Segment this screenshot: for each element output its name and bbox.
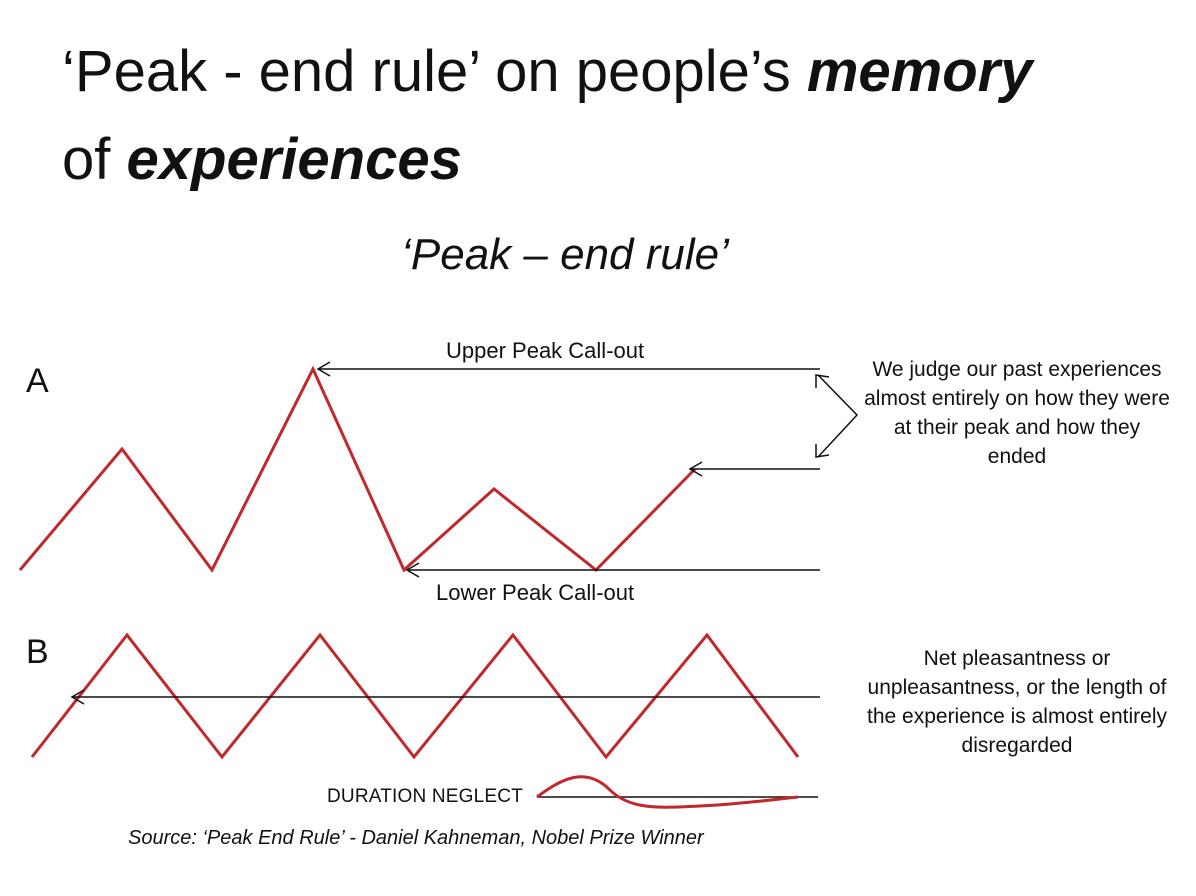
- title-part1: ‘Peak - end rule’ on people’s: [62, 39, 807, 104]
- end-arrowhead: [688, 461, 703, 477]
- upper-peak-arrowhead: [316, 361, 331, 377]
- duration-curve: [536, 775, 799, 809]
- lower-peak-callout-label: Lower Peak Call-out: [436, 580, 635, 605]
- panel-a-note: We judge our past experiences almost ent…: [864, 358, 1170, 468]
- panel-b-label: B: [26, 633, 49, 671]
- source-citation: Source: ‘Peak End Rule’ - Daniel Kahnema…: [128, 827, 704, 849]
- title-part2: of: [62, 127, 127, 192]
- upper-peak-callout-label: Upper Peak Call-out: [446, 338, 645, 363]
- lower-peak-arrowhead: [405, 562, 420, 578]
- title-emphasis-experiences: experiences: [126, 127, 462, 192]
- page-title: ‘Peak - end rule’ on people’s memory of …: [62, 28, 1172, 204]
- bracket-arrow: [817, 374, 859, 458]
- bracket-arrowhead-top: [815, 374, 830, 388]
- bracket-arrowhead-bottom: [815, 444, 830, 458]
- experience-line-b: [30, 632, 800, 760]
- title-emphasis-memory: memory: [806, 39, 1033, 104]
- average-arrowhead: [70, 689, 85, 705]
- duration-neglect-label: DURATION NEGLECT: [327, 786, 524, 807]
- panel-a-label: A: [26, 362, 49, 400]
- experience-line-a: [18, 365, 697, 573]
- panel-b-note: Net pleasantness or unpleasantness, or t…: [867, 647, 1167, 757]
- subtitle: ‘Peak – end rule’: [401, 230, 729, 279]
